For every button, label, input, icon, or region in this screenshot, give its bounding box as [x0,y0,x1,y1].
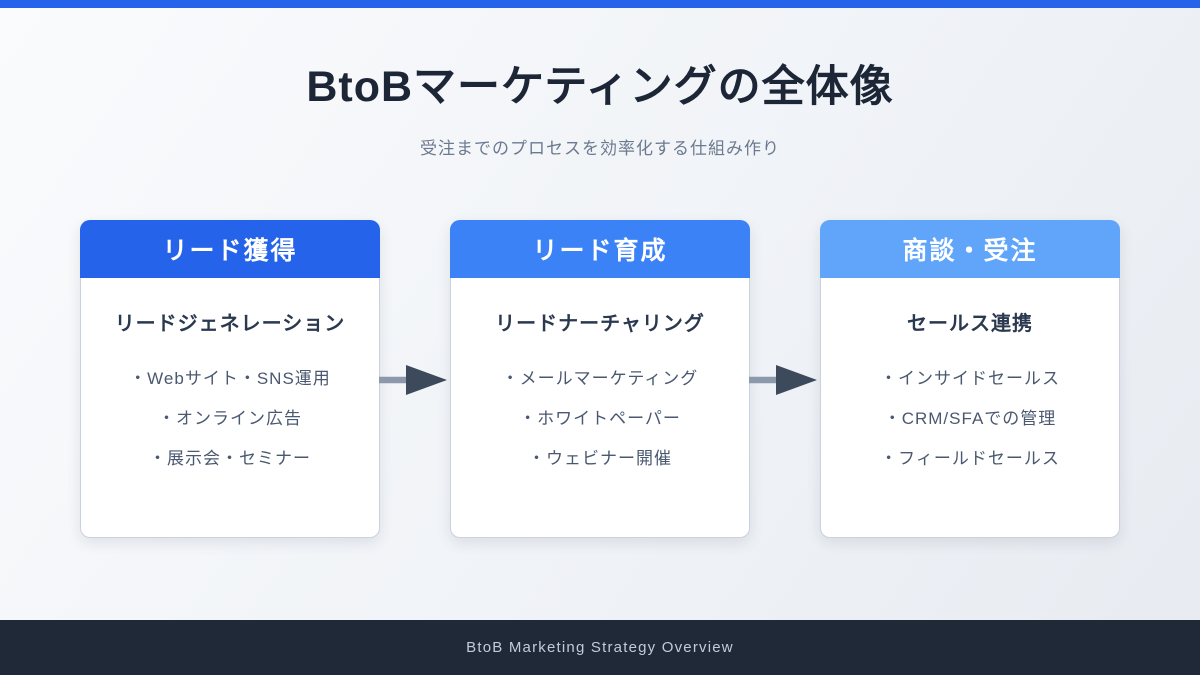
footer-bar: BtoB Marketing Strategy Overview [0,620,1200,675]
list-item: ・インサイドセールス [880,369,1060,388]
page-subtitle: 受注までのプロセスを効率化する仕組み作り [420,139,780,158]
flow-arrow-icon [749,365,817,395]
card-body: リードナーチャリング ・メールマーケティング ・ホワイトペーパー ・ウェビナー開… [451,278,749,479]
card-body: リードジェネレーション ・Webサイト・SNS運用 ・オンライン広告 ・展示会・… [81,278,379,479]
card-header: リード獲得 [80,220,380,278]
card-item-list: ・インサイドセールス ・CRM/SFAでの管理 ・フィールドセールス [821,359,1119,479]
card-item-list: ・メールマーケティング ・ホワイトペーパー ・ウェビナー開催 [451,359,749,479]
accent-top-bar [0,0,1200,8]
list-item: ・展示会・セミナー [149,449,311,468]
list-item: ・フィールドセールス [880,449,1060,468]
title-block: BtoBマーケティングの全体像 受注までのプロセスを効率化する仕組み作り [0,52,1200,159]
list-item: ・CRM/SFAでの管理 [883,409,1057,428]
card-subtitle: リードナーチャリング [495,313,705,335]
list-item: ・Webサイト・SNS運用 [129,369,331,388]
footer-text: BtoB Marketing Strategy Overview [466,639,734,656]
card-subtitle: リードジェネレーション [114,313,346,335]
flow-arrow-icon [379,365,447,395]
card-item-list: ・Webサイト・SNS運用 ・オンライン広告 ・展示会・セミナー [81,359,379,479]
card-lead-nurturing: リード育成 リードナーチャリング ・メールマーケティング ・ホワイトペーパー ・… [450,220,750,538]
card-sales-closing: 商談・受注 セールス連携 ・インサイドセールス ・CRM/SFAでの管理 ・フィ… [820,220,1120,538]
list-item: ・ホワイトペーパー [519,409,681,428]
card-body: セールス連携 ・インサイドセールス ・CRM/SFAでの管理 ・フィールドセール… [821,278,1119,479]
card-subtitle: セールス連携 [907,313,1033,335]
card-lead-generation: リード獲得 リードジェネレーション ・Webサイト・SNS運用 ・オンライン広告… [80,220,380,538]
card-header: 商談・受注 [820,220,1120,278]
list-item: ・ウェビナー開催 [528,449,672,468]
card-header: リード育成 [450,220,750,278]
page-title: BtoBマーケティングの全体像 [306,63,894,111]
list-item: ・オンライン広告 [158,409,302,428]
list-item: ・メールマーケティング [501,369,699,388]
